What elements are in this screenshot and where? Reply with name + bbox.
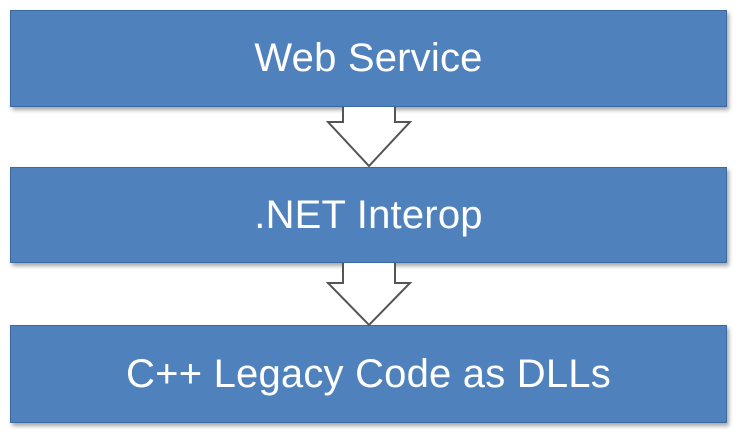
layer-box-web-service: Web Service xyxy=(10,10,727,107)
layer-label-web-service: Web Service xyxy=(254,36,483,80)
layer-label-cpp-legacy: C++ Legacy Code as DLLs xyxy=(126,351,611,396)
layer-box-net-interop: .NET Interop xyxy=(10,167,727,263)
layer-box-cpp-legacy: C++ Legacy Code as DLLs xyxy=(10,325,727,423)
down-arrow-icon xyxy=(325,107,413,168)
down-arrow-icon xyxy=(325,263,413,327)
layer-label-net-interop: .NET Interop xyxy=(254,192,483,237)
